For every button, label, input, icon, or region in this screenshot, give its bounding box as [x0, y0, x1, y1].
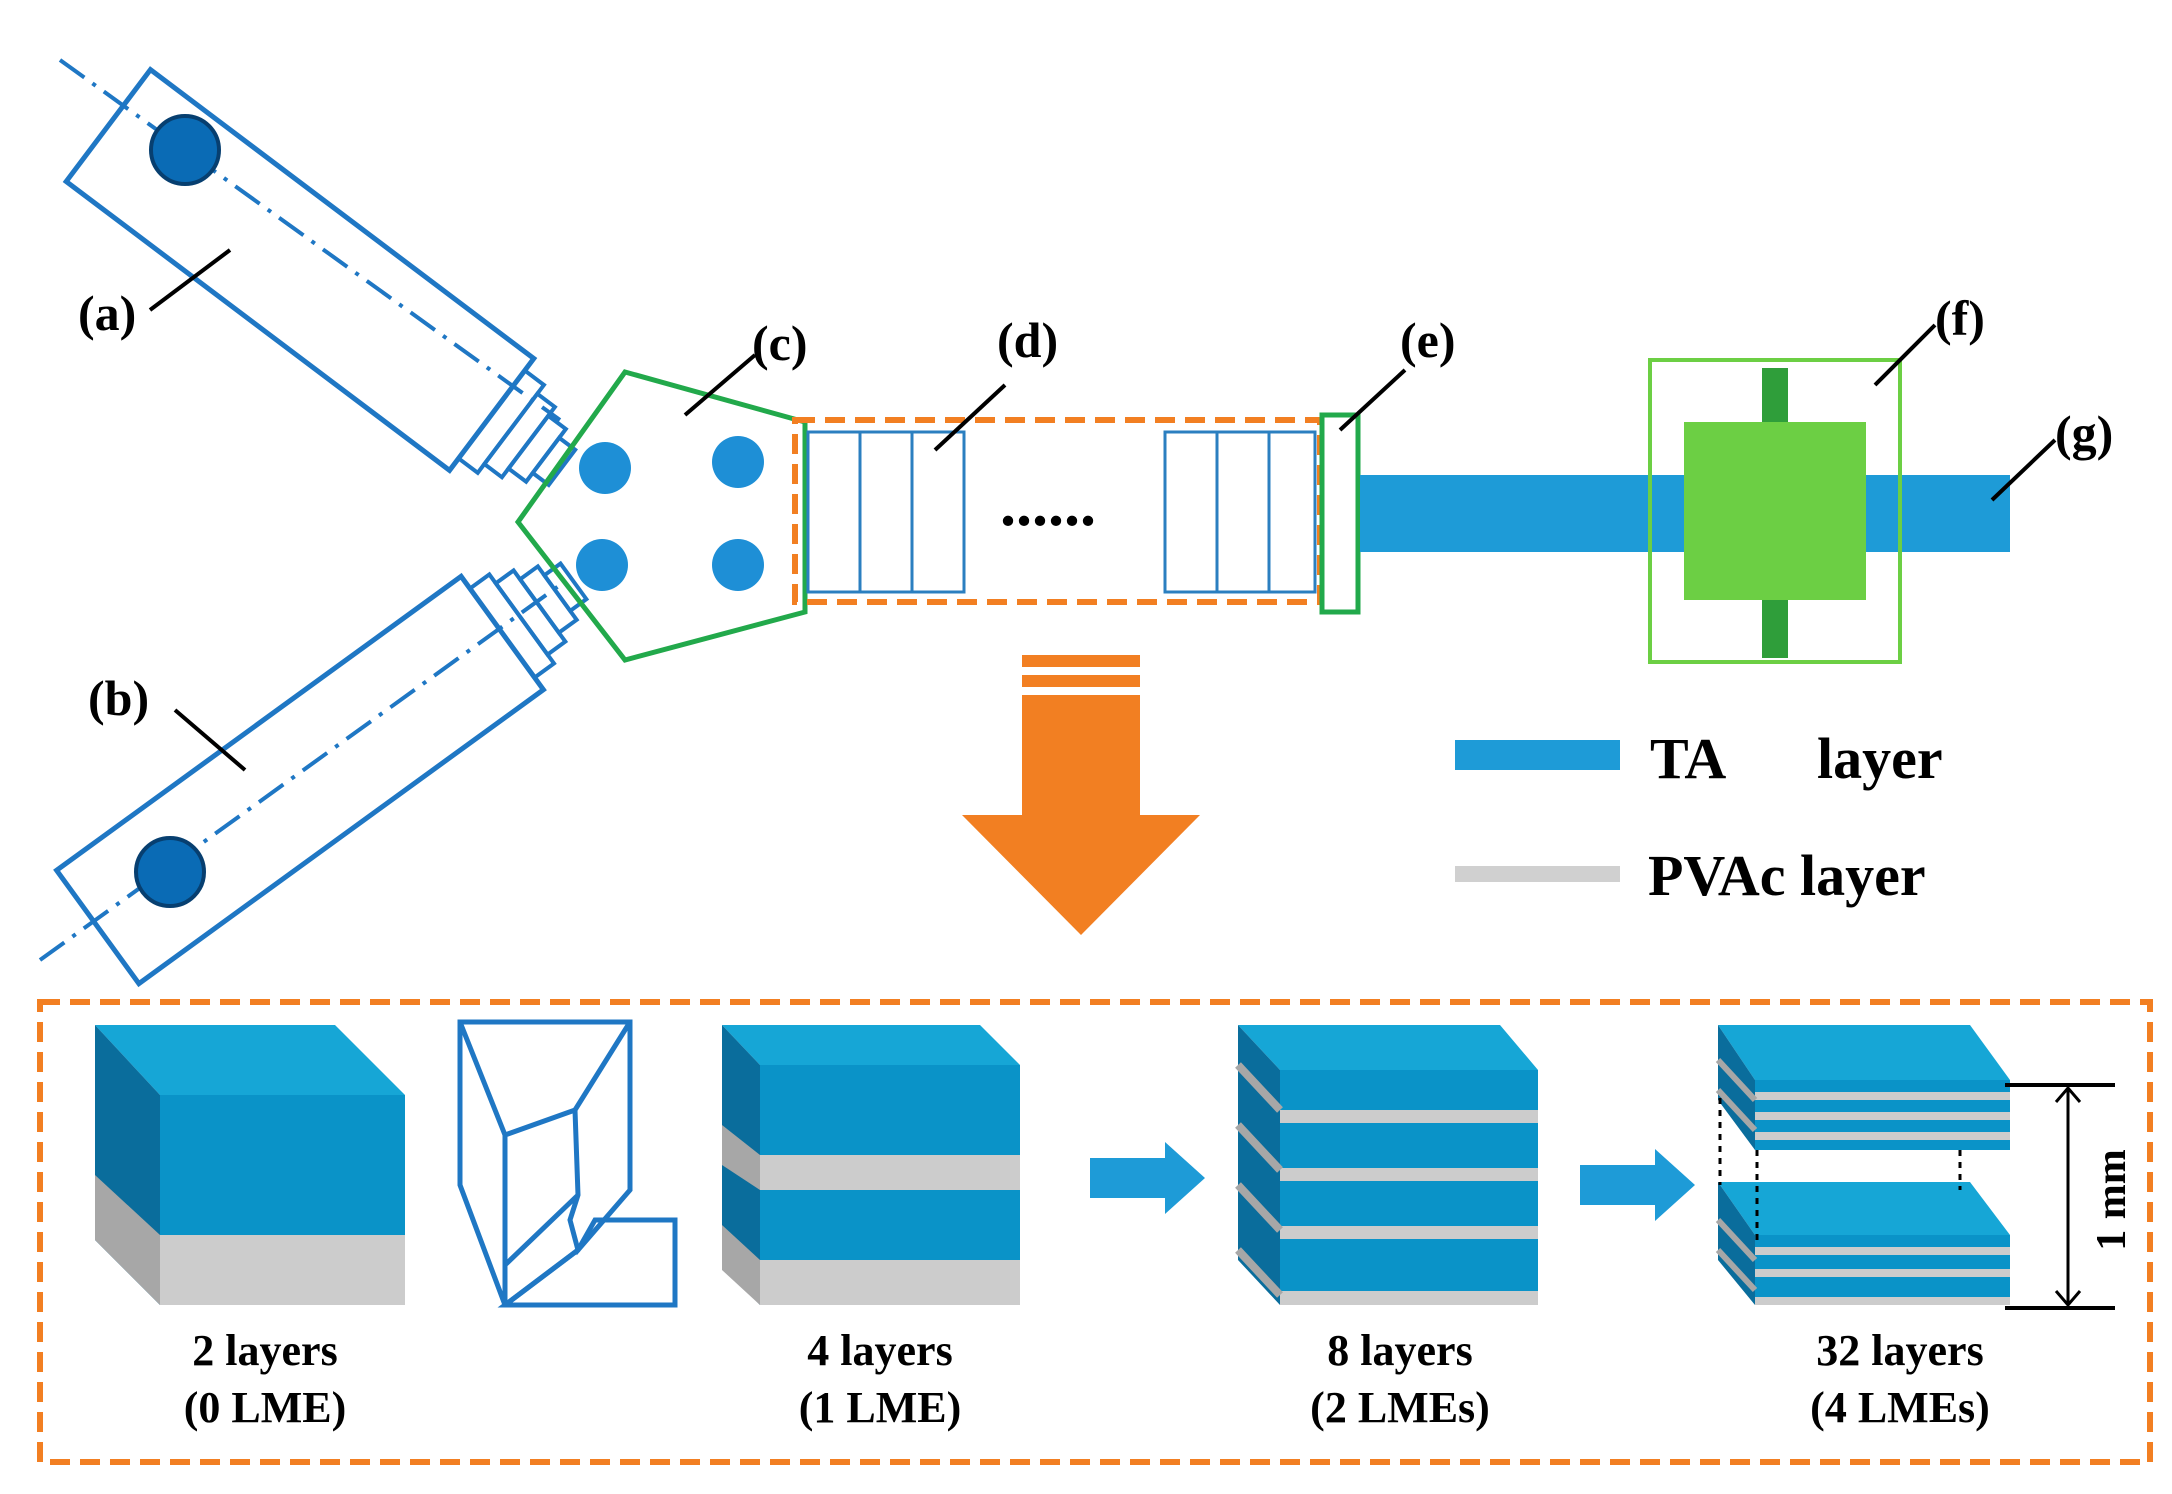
label-e: (e): [1400, 312, 1456, 368]
label-d: (d): [997, 312, 1058, 368]
legend-ta-label: TA: [1650, 726, 1726, 791]
lme-element-icon: [457, 1019, 678, 1308]
label-c: (c): [752, 315, 808, 371]
stage-arrow-1: [1090, 1142, 1205, 1214]
legend-ta-suffix: layer: [1817, 726, 1943, 791]
stage-1-caption-line2: (0 LME): [184, 1383, 347, 1432]
barrel-a: [62, 66, 538, 474]
lme-series-d: ......: [792, 417, 1323, 605]
stage-3-caption-line2: (2 LMEs): [1310, 1383, 1490, 1432]
stage-3-caption-line1: 8 layers: [1327, 1326, 1472, 1375]
scale-label: 1 mm: [2089, 1149, 2135, 1250]
stage-4-caption-line1: 32 layers: [1816, 1326, 1983, 1375]
process-arrow: [962, 655, 1200, 935]
feedblock-c: [514, 369, 808, 663]
legend-pvac-label: PVAc layer: [1648, 843, 1926, 908]
stack-8-layers: [1235, 1025, 1538, 1305]
extruder-a: [58, 58, 578, 488]
ellipsis-dots: ......: [1000, 468, 1096, 539]
stack-4-layers: [722, 1025, 1020, 1305]
axis-line-b: [38, 583, 562, 962]
axis-line-a: [58, 58, 562, 422]
chill-roll-f: [1648, 358, 1902, 664]
label-a: (a): [78, 285, 136, 341]
label-g: (g): [2055, 405, 2113, 461]
extruder-b: [38, 560, 590, 988]
stage-2-caption-line1: 4 layers: [807, 1326, 952, 1375]
legend-ta-swatch: [1455, 740, 1620, 770]
stage-4-caption-line2: (4 LMEs): [1810, 1383, 1990, 1432]
die-e: [1319, 412, 1361, 615]
scale-bar: 1 mm: [2005, 1083, 2135, 1310]
hopper-a: [149, 114, 221, 186]
stages-panel: [37, 999, 2153, 1465]
legend: TA layer PVAc layer: [1455, 726, 1943, 908]
stack-2-layers: [95, 1025, 405, 1305]
label-f: (f): [1935, 290, 1985, 346]
hopper-b: [134, 836, 206, 908]
legend-pvac-swatch: [1455, 866, 1620, 882]
label-b: (b): [88, 670, 149, 726]
stack-32-layers: [1715, 1025, 2010, 1305]
stage-2-caption-line2: (1 LME): [799, 1383, 962, 1432]
stage-arrow-2: [1580, 1149, 1695, 1221]
barrel-b: [53, 572, 547, 988]
stage-1-caption-line1: 2 layers: [192, 1326, 337, 1375]
